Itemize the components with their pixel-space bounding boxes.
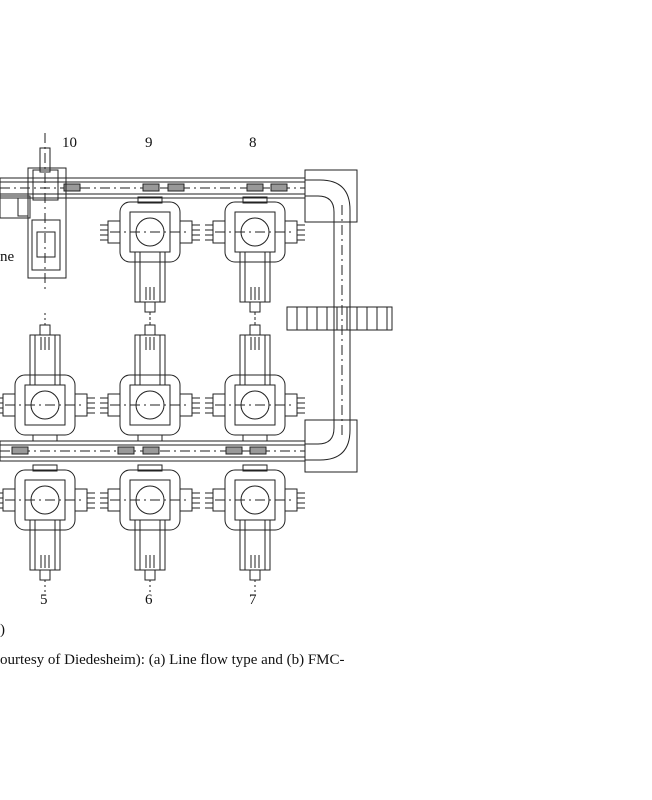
station-label-7: 7	[249, 592, 257, 608]
side-unit-right	[74, 393, 88, 417]
pallet	[11, 446, 29, 455]
pallet	[167, 183, 185, 192]
side-unit-left	[2, 393, 16, 417]
spindle	[39, 147, 51, 173]
spindle-motor	[144, 324, 156, 336]
corner-box-bottom	[304, 419, 358, 473]
side-unit-left	[212, 393, 226, 417]
left-label-fragment: ne	[0, 249, 15, 265]
spindle-motor	[144, 569, 156, 581]
station-7	[205, 464, 305, 595]
side-unit-left	[2, 488, 16, 512]
pallet	[246, 183, 264, 192]
pallet	[142, 446, 160, 455]
fixture	[242, 196, 268, 204]
station-upper-left	[0, 310, 95, 442]
pallet	[270, 183, 288, 192]
pallet	[63, 183, 81, 192]
frame	[27, 167, 67, 279]
station-label-10: 10	[62, 135, 77, 151]
fixture	[137, 464, 163, 472]
side-unit-left	[107, 488, 121, 512]
station-6	[100, 464, 200, 595]
index-rack	[286, 306, 393, 331]
spindle-motor	[249, 301, 261, 313]
station-8	[205, 196, 305, 327]
fixture	[242, 464, 268, 472]
station-9	[100, 196, 200, 327]
station-upper-right	[205, 310, 305, 442]
fixture	[242, 434, 268, 442]
station-label-9: 9	[145, 135, 153, 151]
spindle-motor	[39, 569, 51, 581]
side-unit-right	[284, 220, 298, 244]
fixture	[32, 464, 58, 472]
pallet	[225, 446, 243, 455]
pallet	[142, 183, 160, 192]
loop-outer	[305, 179, 351, 461]
station-label-6: 6	[145, 592, 153, 608]
side-unit-right	[284, 393, 298, 417]
figure-caption: ourtesy of Diedesheim): (a) Line flow ty…	[0, 652, 345, 668]
pallet	[117, 446, 135, 455]
station-upper-mid	[100, 310, 200, 442]
head	[32, 169, 59, 201]
subfigure-label: )	[0, 622, 5, 638]
arm-coupling	[17, 197, 29, 217]
side-unit-left	[107, 393, 121, 417]
station-label-5: 5	[40, 592, 48, 608]
spindle-motor	[144, 301, 156, 313]
rack-body	[286, 306, 393, 331]
side-unit-left	[212, 488, 226, 512]
spindle-motor	[39, 324, 51, 336]
side-unit-right	[74, 488, 88, 512]
station-label-8: 8	[249, 135, 257, 151]
side-unit-right	[179, 393, 193, 417]
side-unit-right	[179, 488, 193, 512]
return-loop-conveyor	[304, 169, 358, 473]
side-unit-right	[284, 488, 298, 512]
fixture	[137, 196, 163, 204]
side-unit-right	[179, 220, 193, 244]
loading-station-10	[0, 133, 67, 290]
motor-inner	[36, 231, 56, 258]
motor	[31, 219, 61, 271]
fixture	[32, 434, 58, 442]
side-unit-left	[212, 220, 226, 244]
fixture	[137, 434, 163, 442]
pallet	[249, 446, 267, 455]
spindle-motor	[249, 324, 261, 336]
spindle-motor	[249, 569, 261, 581]
loop-inner	[305, 195, 335, 445]
arm	[0, 195, 31, 219]
side-unit-left	[107, 220, 121, 244]
station-5	[0, 464, 95, 595]
